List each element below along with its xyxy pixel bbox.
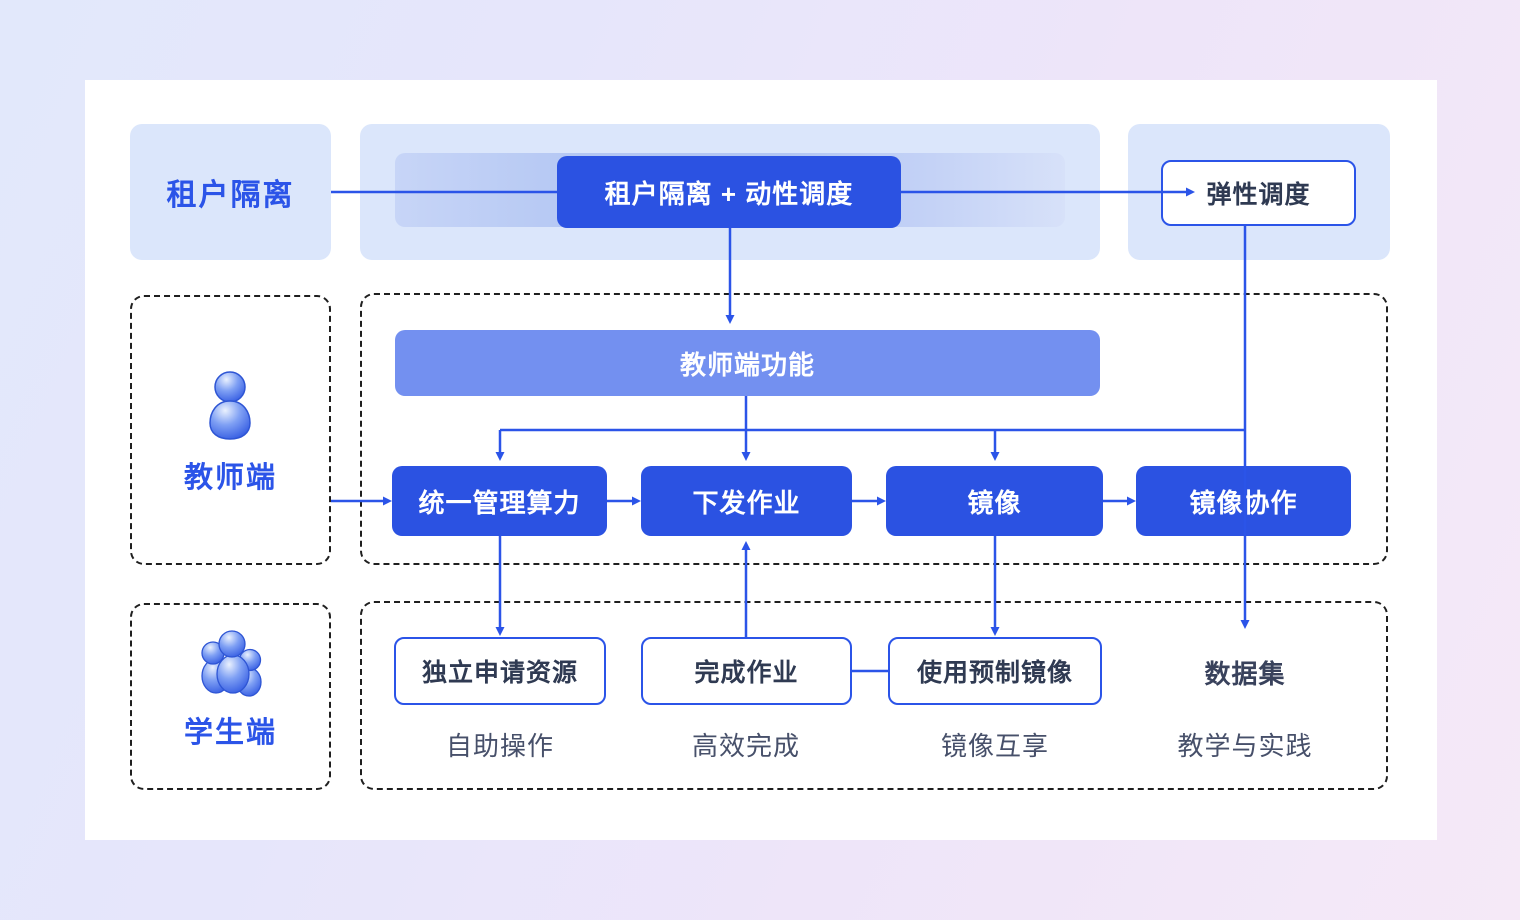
node-use-prebuilt-image: 使用预制镜像 <box>888 637 1102 705</box>
teacher-lane <box>130 295 331 565</box>
node-image-collaboration: 镜像协作 <box>1136 466 1351 536</box>
node-image: 镜像 <box>886 466 1103 536</box>
tenant-plus-dynamic-scheduling-node: 租户隔离 + 动性调度 <box>557 156 901 228</box>
node-manage-compute: 统一管理算力 <box>392 466 607 536</box>
teacher-person-icon <box>202 370 258 442</box>
teacher-functions-bar: 教师端功能 <box>395 330 1100 396</box>
caption-teaching-practice: 教学与实践 <box>1177 730 1313 761</box>
students-group-icon <box>196 628 266 702</box>
tenant-panel <box>130 124 331 260</box>
student-lane-label: 学生端 <box>183 717 277 749</box>
teacher-functions-container <box>360 293 1388 565</box>
student-lane <box>130 603 331 790</box>
node-request-resources: 独立申请资源 <box>394 637 606 705</box>
caption-self-service: 自助操作 <box>445 730 554 761</box>
tenant-isolation-label: 租户隔离 <box>166 179 295 212</box>
student-actions-container <box>360 601 1388 790</box>
node-assign-homework: 下发作业 <box>641 466 852 536</box>
caption-efficient-completion: 高效完成 <box>691 730 800 761</box>
elastic-scheduling-node: 弹性调度 <box>1161 160 1356 226</box>
node-complete-homework: 完成作业 <box>641 637 852 705</box>
teacher-lane-label: 教师端 <box>183 462 277 494</box>
caption-image-sharing: 镜像互享 <box>940 730 1049 761</box>
node-dataset: 数据集 <box>1204 658 1286 689</box>
